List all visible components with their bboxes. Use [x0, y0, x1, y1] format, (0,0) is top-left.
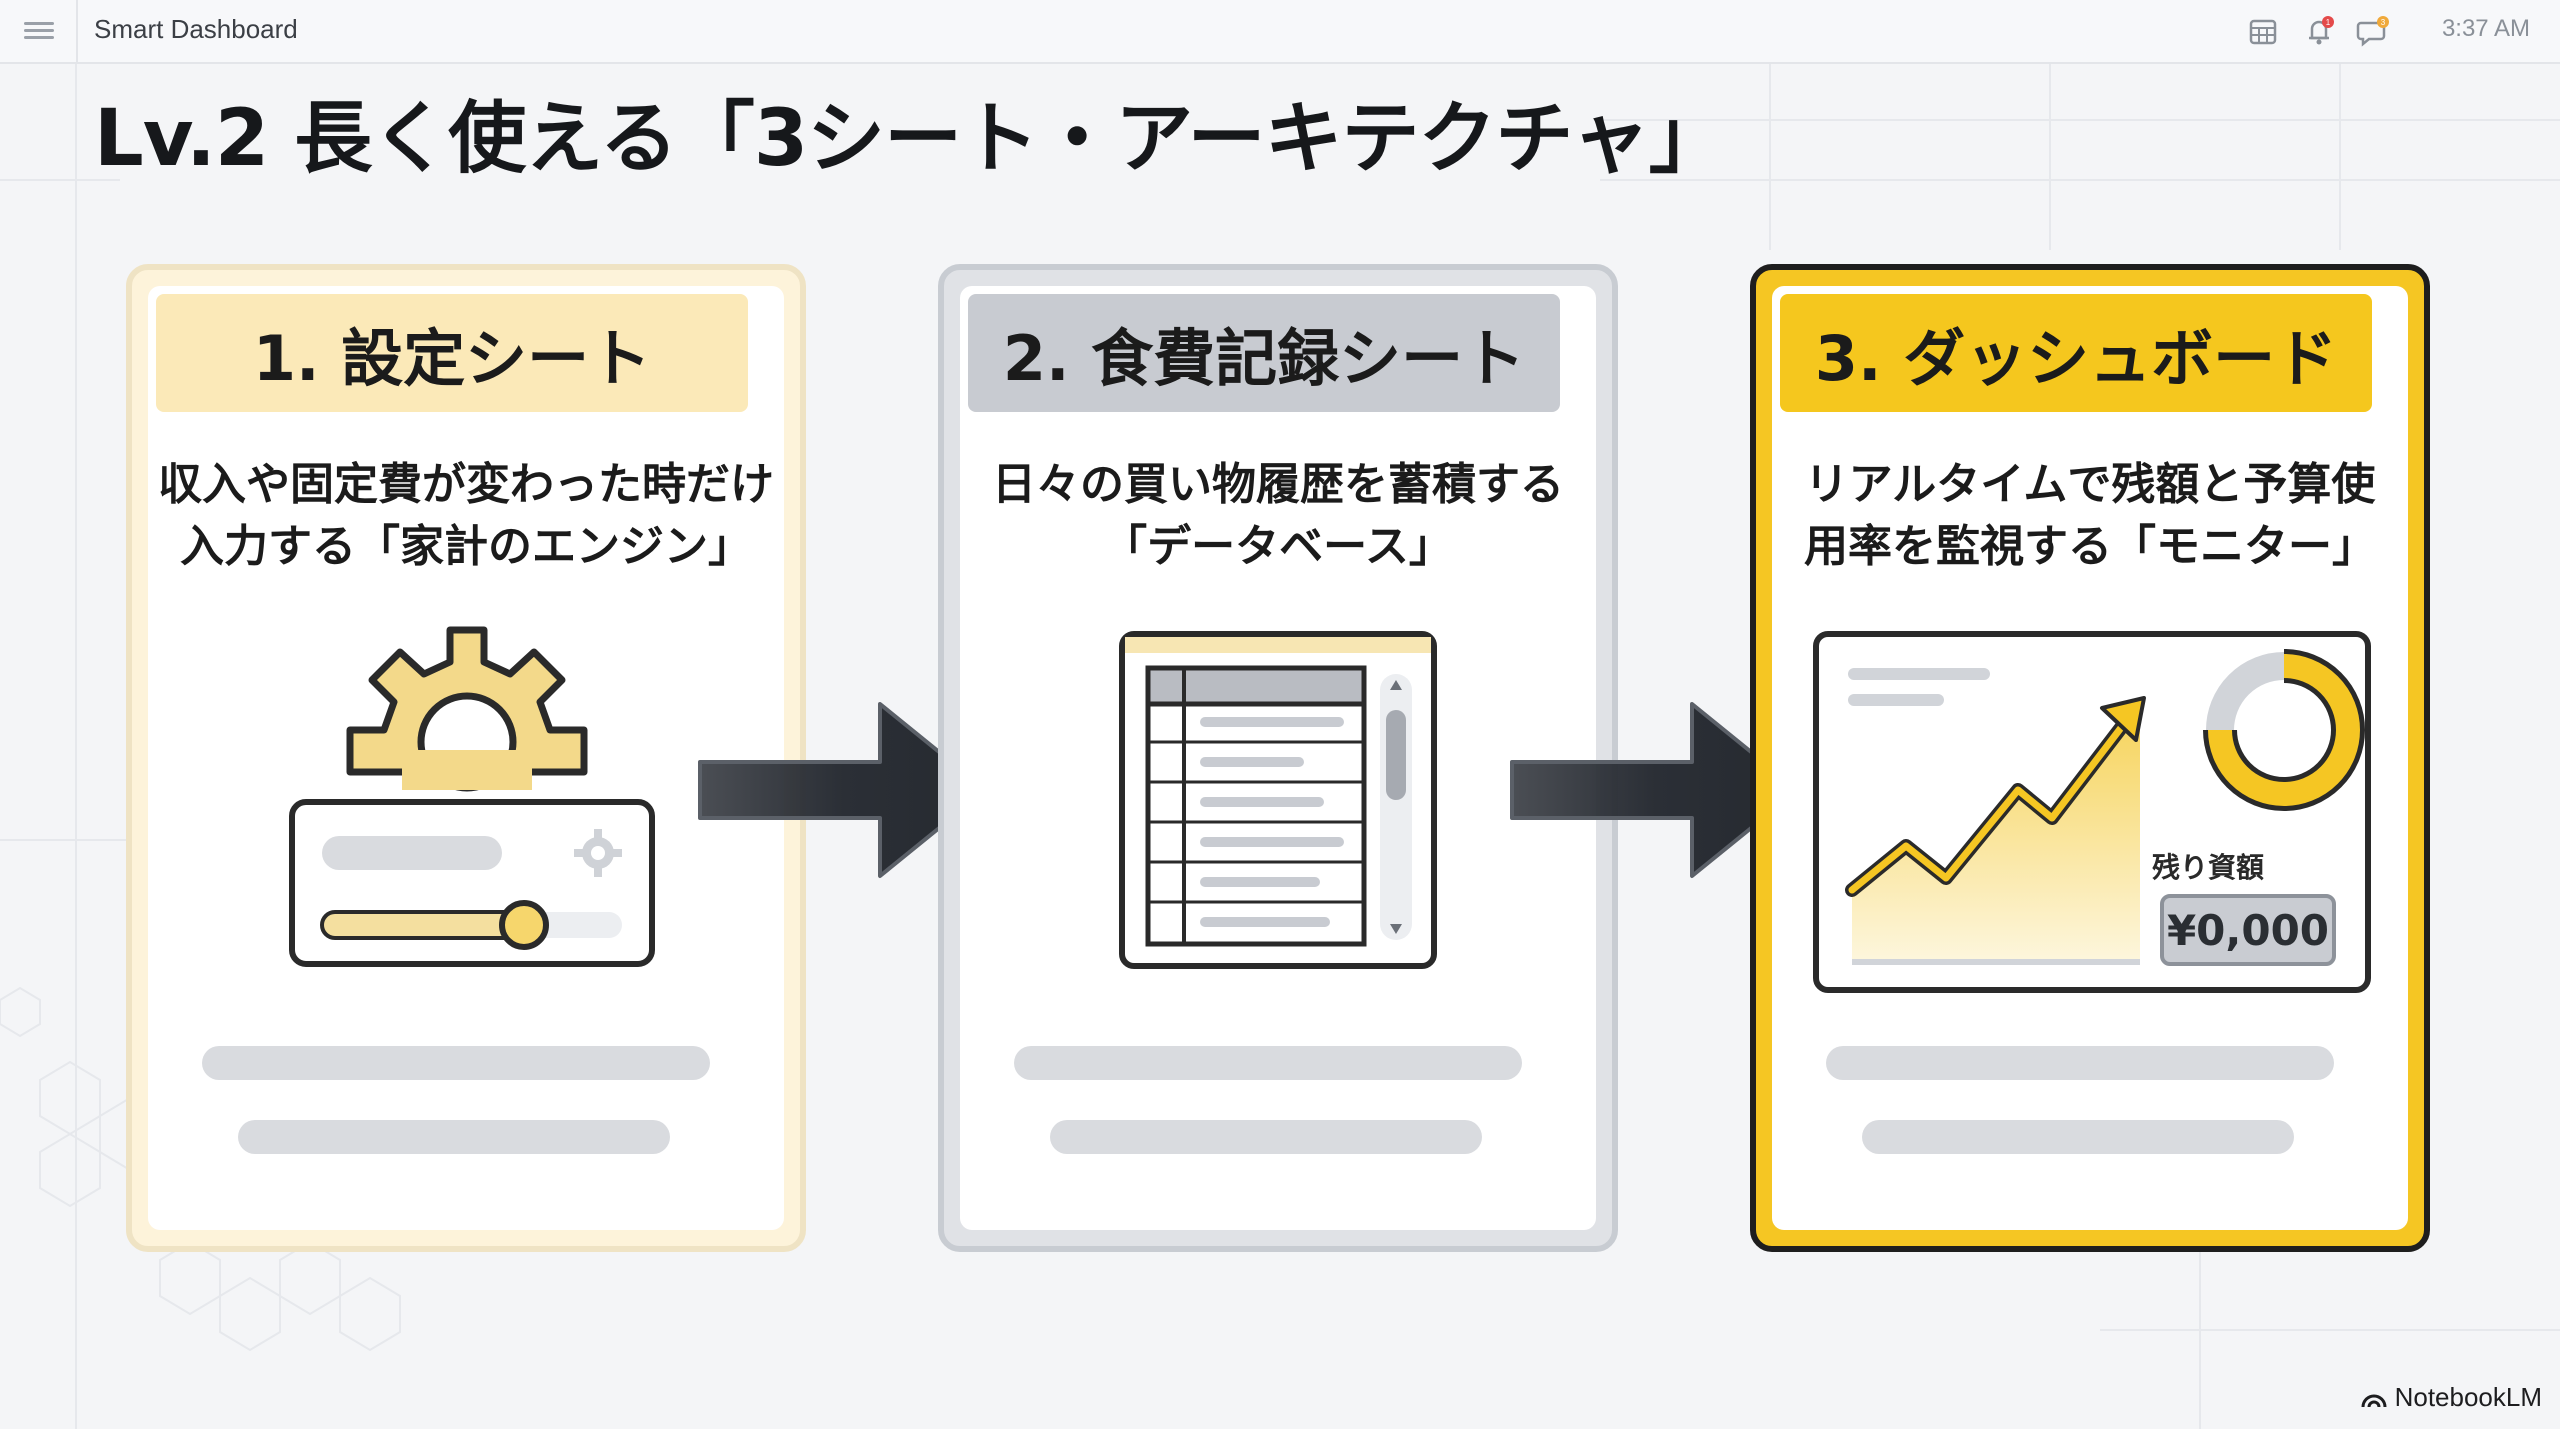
scrollbar [1380, 674, 1412, 940]
card-desc-line: リアルタイムで残額と予算使 [1804, 459, 2376, 510]
small-gear-icon [574, 829, 622, 877]
bell-icon[interactable]: 1 [2302, 14, 2336, 48]
divider [76, 0, 78, 62]
card-header: 3. ダッシュボード [1780, 294, 2372, 412]
remaining-amount: ¥0,000 [2160, 894, 2336, 966]
card-desc-line: 「データベース」 [1103, 521, 1453, 572]
donut-gauge [2203, 649, 2365, 811]
card-desc-line: 日々の買い物履歴を蓄積する [992, 459, 1564, 510]
slider-knob [499, 900, 549, 950]
card-description: 日々の買い物履歴を蓄積する 「データベース」 [954, 454, 1602, 578]
placeholder-bar [1862, 1120, 2294, 1154]
arrow-right-icon [1510, 702, 1800, 878]
top-bar: Smart Dashboard 1 3 3:37 AM [0, 0, 2560, 64]
gear-icon [346, 626, 588, 792]
card-description: リアルタイムで残額と予算使 用率を監視する「モニター」 [1766, 454, 2414, 578]
app-title: Smart Dashboard [94, 14, 298, 44]
card-desc-line: 入力する「家計のエンジン」 [180, 521, 752, 572]
card-dashboard: 3. ダッシュボード リアルタイムで残額と予算使 用率を監視する「モニター」 残… [1750, 264, 2430, 1252]
card-header: 2. 食費記録シート [968, 294, 1560, 412]
remaining-label: 残り資額 [2152, 851, 2265, 884]
hamburger-menu-icon[interactable] [24, 18, 54, 44]
card-header: 1. 設定シート [156, 294, 748, 412]
spreadsheet-illustration [1119, 631, 1437, 969]
notebooklm-brand: NotebookLM [2361, 1382, 2542, 1413]
placeholder-bar [1014, 1046, 1522, 1080]
placeholder-bar [1050, 1120, 1482, 1154]
card-food-log-sheet: 2. 食費記録シート 日々の買い物履歴を蓄積する 「データベース」 [938, 264, 1618, 1252]
placeholder-bar [202, 1046, 710, 1080]
dashboard-monitor-illustration [1813, 631, 2371, 993]
clock: 3:37 AM [2441, 15, 2530, 42]
card-desc-line: 用率を監視する「モニター」 [1804, 521, 2376, 572]
card-settings-sheet: 1. 設定シート 収入や固定費が変わった時だけ 入力する「家計のエンジン」 [126, 264, 806, 1252]
chat-bubble-icon[interactable]: 3 [2356, 14, 2390, 48]
brand-name: NotebookLM [2394, 1382, 2542, 1412]
card-desc-line: 収入や固定費が変わった時だけ [158, 459, 774, 510]
arrow-right-icon [698, 702, 988, 878]
bell-badge: 1 [2326, 18, 2331, 27]
placeholder-bar [238, 1120, 670, 1154]
calendar-grid-icon[interactable] [2246, 14, 2280, 48]
placeholder-bar [1826, 1046, 2334, 1080]
notebooklm-logo-icon [2361, 1394, 2387, 1407]
card-description: 収入や固定費が変わった時だけ 入力する「家計のエンジン」 [142, 454, 790, 578]
page-title: Lv.2 長く使える「3シート・アーキテクチャ」 [94, 94, 1727, 184]
chat-badge: 3 [2381, 18, 2386, 27]
gear-settings-illustration [289, 626, 655, 967]
